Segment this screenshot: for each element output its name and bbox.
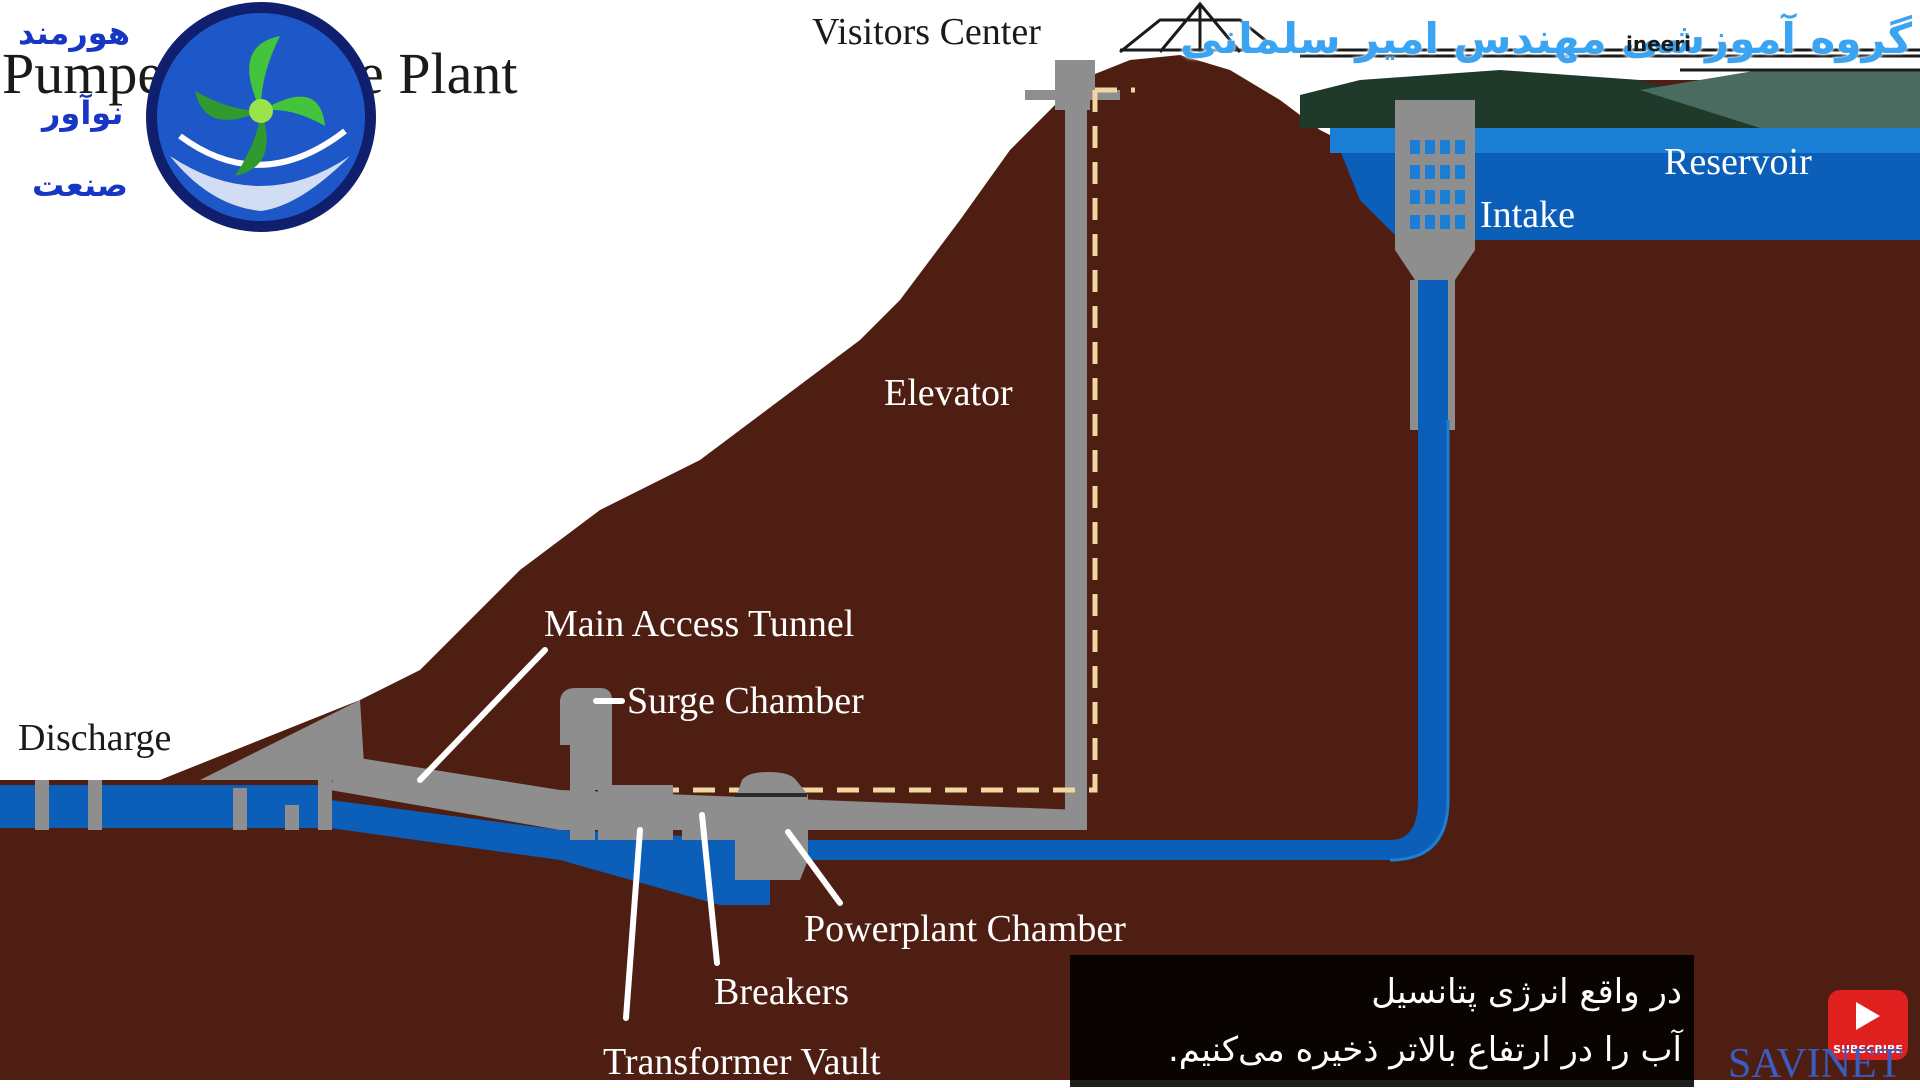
subtitle-line-2: آب را در ارتفاع بالاتر ذخیره می‌کنیم. [1167,1030,1682,1070]
play-icon [1856,1002,1880,1030]
watermark-partial-text: ineeri [1626,32,1691,56]
channel-watermark: گروه آموزشی مهندس امیر سلمانی [1179,14,1912,63]
intake-base [1395,250,1475,280]
label-surge-chamber: Surge Chamber [627,680,864,722]
discharge-ramp [200,700,365,780]
main-access-tunnel [330,755,1080,830]
label-reservoir: Reservoir [1664,141,1812,183]
label-elevator: Elevator [884,372,1013,414]
youtube-subscribe-button[interactable]: SUBSCRIBE [1828,990,1908,1060]
discharge-piers [35,780,332,830]
label-intake: Intake [1480,194,1575,236]
powerplant-chamber-block [735,772,808,880]
brand-savinet: SAVINET [1728,1041,1903,1087]
powerplant-roof [735,793,807,797]
subscribe-label: SUBSCRIBE [1833,1043,1903,1056]
label-visitors-center: Visitors Center [812,11,1041,53]
intake-windows [1410,140,1465,229]
transformer-vault-block [598,785,673,840]
label-transformer-vault: Transformer Vault [603,1041,881,1083]
brand-logo [150,6,372,228]
reservoir-hill-right [1640,70,1920,128]
leader-lines [417,647,843,1021]
logo-text-3: صنعت [32,166,128,204]
switchyard-structure [1119,1,1920,72]
turbine-logo-icon [157,13,365,221]
surge-chamber [560,688,612,840]
breakers-block [682,798,742,840]
elevator-shaft [1065,95,1087,830]
elevator-dashed-path [665,87,1135,793]
label-main-access-tunnel: Main Access Tunnel [544,603,855,645]
video-subtitle: در واقع انرژی پتانسیل آب را در ارتفاع با… [1070,955,1694,1087]
reservoir-water [1330,125,1920,240]
label-discharge: Discharge [18,717,172,759]
logo-text-2: نوآور [42,94,124,132]
penstock-edge [1389,420,1450,862]
label-breakers: Breakers [714,971,850,1013]
subtitle-line-1: در واقع انرژی پتانسیل [1371,972,1682,1012]
label-powerplant-chamber: Powerplant Chamber [804,908,1126,950]
logo-text-1: هورمند [18,14,131,52]
discharge-water [0,785,770,905]
